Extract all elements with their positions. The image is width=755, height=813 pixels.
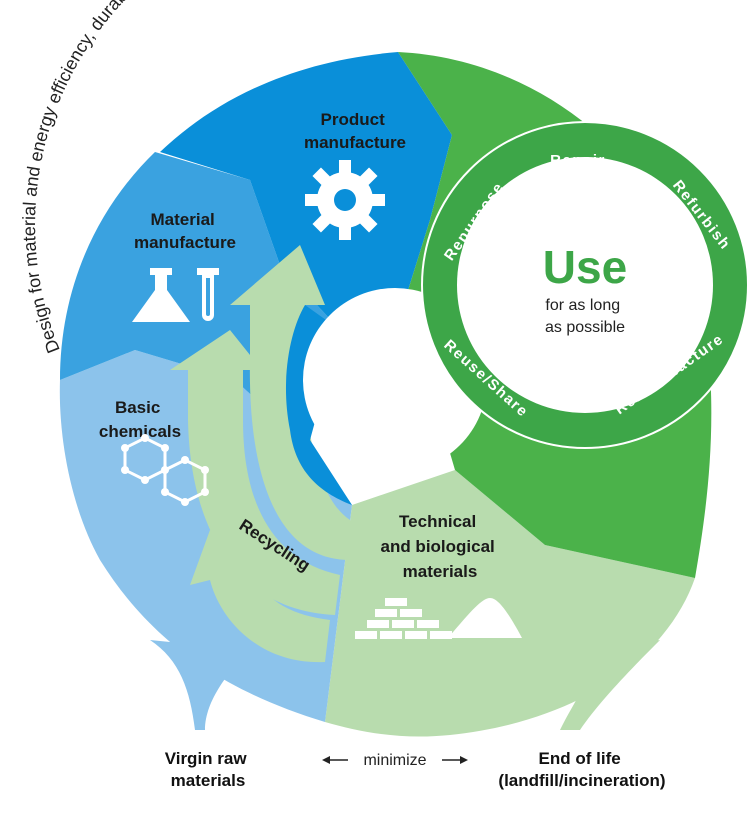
product-manufacture-sector [160, 52, 452, 330]
virgin-raw-materials-label: Virgin raw materials [165, 749, 252, 790]
basic-chemicals-label: Basic chemicals [99, 398, 181, 441]
product-manufacture-label: Product manufacture [304, 110, 406, 152]
minimize-indicator: minimize [322, 752, 468, 769]
virgin-inflow-arrow [150, 640, 250, 730]
use-subtitle: for as long as possible [545, 297, 625, 336]
use-inner-circle [457, 157, 713, 413]
use-title: Use [543, 241, 627, 293]
technical-materials-label: Technical and biological materials [380, 512, 499, 581]
gear-icon [305, 160, 385, 240]
minimize-label: minimize [363, 752, 426, 769]
ring-repair-label: Repair [550, 152, 606, 169]
end-of-life-label: End of life (landfill/incineration) [498, 749, 665, 790]
brick-pile-icon [355, 598, 452, 639]
flask-icon [132, 268, 190, 322]
material-manufacture-label: Material manufacture [134, 210, 236, 252]
hexagon-molecule-icon [121, 434, 209, 506]
sand-pile-icon [448, 598, 522, 638]
test-tube-icon [197, 268, 219, 321]
end-of-life-arrow [560, 640, 660, 730]
